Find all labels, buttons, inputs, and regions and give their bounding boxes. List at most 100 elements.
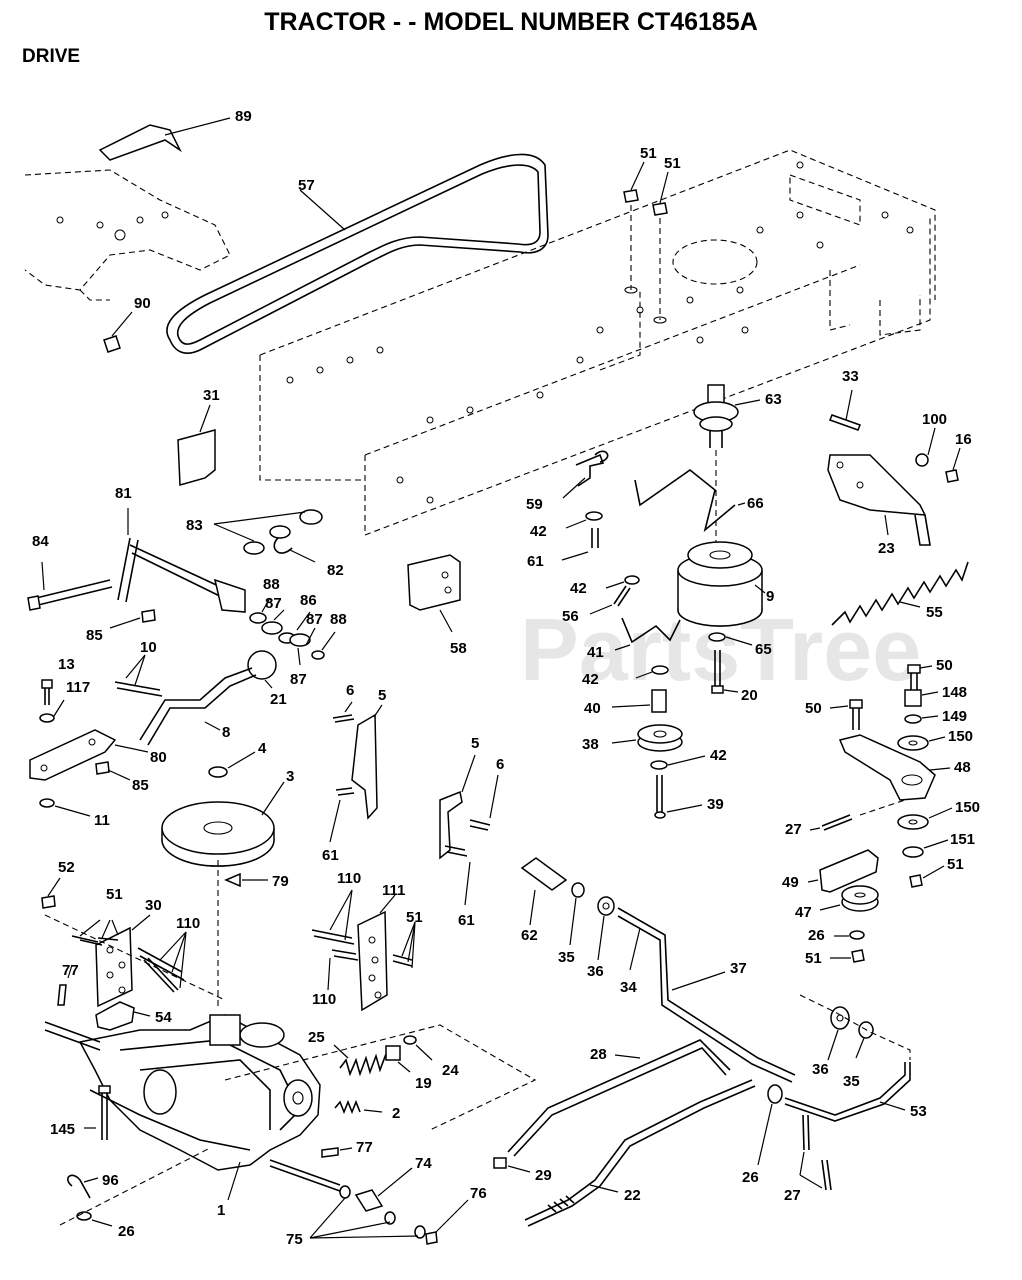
callout-40: 40 — [584, 700, 601, 717]
callout-36a: 36 — [587, 963, 604, 980]
callout-5a: 5 — [378, 687, 386, 704]
callout-26a: 26 — [808, 927, 825, 944]
callout-100: 100 — [922, 411, 947, 428]
callout-110b: 110 — [337, 870, 361, 887]
callout-53: 53 — [910, 1103, 927, 1120]
callout-59: 59 — [526, 496, 543, 513]
callout-110c: 110 — [312, 991, 336, 1008]
part-81-shift-lever — [117, 508, 246, 613]
part-89-emblem — [98, 117, 231, 161]
part-27-bolts-b — [799, 1114, 832, 1191]
callout-29: 29 — [535, 1167, 552, 1184]
callout-42b: 42 — [570, 580, 587, 597]
part-51-nuts-right — [830, 865, 945, 963]
callout-10: 10 — [140, 639, 157, 656]
callout-31: 31 — [203, 387, 220, 404]
callout-50b: 50 — [805, 700, 822, 717]
part-76-nut — [425, 1199, 469, 1245]
part-54-bracket — [95, 1001, 151, 1031]
callout-16: 16 — [955, 431, 972, 448]
callout-48: 48 — [954, 759, 971, 776]
callout-23: 23 — [878, 540, 895, 557]
callout-51c: 51 — [947, 856, 964, 873]
callout-75: 75 — [286, 1231, 303, 1248]
callout-42c: 42 — [582, 671, 599, 688]
part-53-rod — [784, 1062, 911, 1122]
callout-50a: 50 — [936, 657, 953, 674]
callout-66: 66 — [747, 495, 764, 512]
part-75-washers — [309, 1185, 426, 1239]
part-11-washer — [39, 798, 91, 817]
callout-35b: 35 — [843, 1073, 860, 1090]
callout-21: 21 — [270, 691, 287, 708]
callout-6a: 6 — [346, 682, 354, 699]
part-2-spring — [334, 1099, 383, 1115]
callout-56: 56 — [562, 608, 579, 625]
callout-83: 83 — [186, 517, 203, 534]
callout-86: 86 — [300, 592, 317, 609]
callout-81: 81 — [115, 485, 132, 502]
callout-55: 55 — [926, 604, 943, 621]
callout-51f: 51 — [406, 909, 423, 926]
callout-85b: 85 — [132, 777, 149, 794]
callout-117: 117 — [66, 679, 90, 696]
callout-39: 39 — [707, 796, 724, 813]
part-49-bracket — [807, 849, 879, 893]
callout-28: 28 — [590, 1046, 607, 1063]
part-96-pin — [67, 1174, 99, 1199]
part-55-spring — [831, 561, 969, 626]
callout-8: 8 — [222, 724, 230, 741]
part-31-plate — [177, 404, 216, 486]
part-33-100-16-23-bracket — [827, 389, 961, 546]
callout-87c: 87 — [290, 671, 307, 688]
callout-65: 65 — [755, 641, 772, 658]
frame-holes — [286, 161, 914, 504]
callout-19: 19 — [415, 1075, 432, 1092]
callout-151: 151 — [950, 831, 975, 848]
part-9-electric-clutch — [677, 541, 766, 627]
part-150-washers — [897, 735, 953, 830]
callout-1: 1 — [217, 1202, 225, 1219]
part-79-key — [224, 872, 268, 888]
callout-41: 41 — [587, 644, 604, 661]
callout-84: 84 — [32, 533, 49, 550]
section-label: DRIVE — [22, 46, 80, 67]
callout-36b: 36 — [812, 1061, 829, 1078]
callout-20: 20 — [741, 687, 758, 704]
callout-145: 145 — [50, 1121, 75, 1138]
part-74-spacer — [354, 1167, 413, 1212]
part-149-washer — [904, 714, 939, 724]
part-21-knob — [247, 650, 277, 689]
part-51-30-110-mount — [44, 914, 226, 1008]
callout-96: 96 — [102, 1172, 119, 1189]
callout-85a: 85 — [86, 627, 103, 644]
callout-80: 80 — [150, 749, 167, 766]
callout-150b: 150 — [955, 799, 980, 816]
callout-149: 149 — [942, 708, 967, 725]
part-50-bolts — [829, 664, 933, 730]
part-77-pin-a — [57, 964, 73, 1006]
part-61-bolt-a — [561, 528, 599, 561]
part-38-idler-pulley — [611, 724, 683, 752]
part-36-35-washers-b — [799, 994, 911, 1061]
callout-62: 62 — [521, 927, 538, 944]
part-1-transmission — [44, 1014, 341, 1201]
callout-61b: 61 — [458, 912, 475, 929]
callout-11: 11 — [94, 812, 110, 829]
callout-51b: 51 — [664, 155, 681, 172]
callout-47: 47 — [795, 904, 812, 921]
callout-89: 89 — [235, 108, 252, 125]
part-20-bolt — [711, 650, 739, 694]
part-26-washer-b — [757, 1084, 783, 1166]
callout-110a: 110 — [176, 915, 200, 932]
callout-77a: 77 — [62, 962, 79, 979]
callout-61a: 61 — [322, 847, 339, 864]
part-26-washer-a — [834, 930, 865, 940]
callout-111: 111 — [382, 882, 405, 899]
callout-150a: 150 — [948, 728, 973, 745]
part-27-bolt-a — [809, 814, 853, 831]
callout-148: 148 — [942, 684, 967, 701]
part-59-brake-bracket — [562, 450, 609, 499]
part-151-bushing — [902, 839, 949, 858]
callout-35a: 35 — [558, 949, 575, 966]
